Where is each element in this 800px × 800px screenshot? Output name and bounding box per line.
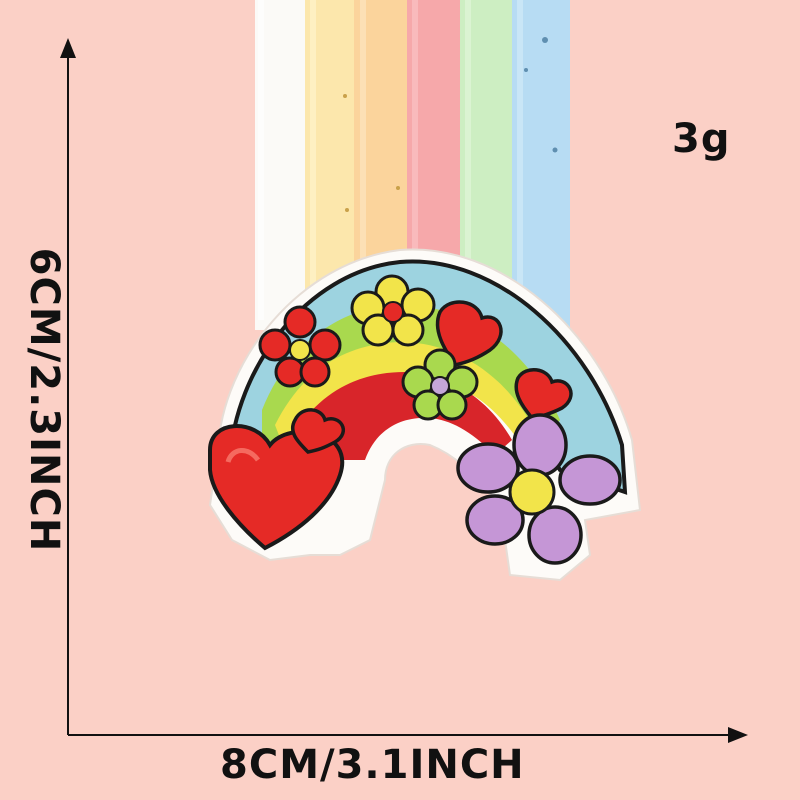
purple-flower (456, 413, 622, 565)
width-dimension-label: 8CM/3.1INCH (220, 742, 525, 788)
height-dimension-text: 6CM/2.3INCH (21, 247, 67, 553)
rainbow-patch (208, 248, 642, 582)
red-flower (258, 305, 342, 388)
green-flower (401, 348, 479, 421)
dimension-arrows (60, 38, 748, 743)
yellow-flower (350, 274, 436, 347)
weight-label: 3g (672, 116, 731, 162)
